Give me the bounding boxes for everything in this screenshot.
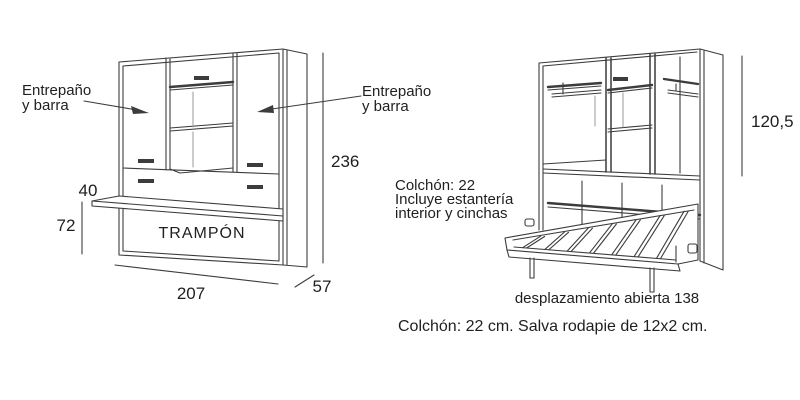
width-dimension-value: 207: [177, 284, 205, 303]
open-cabinet-frame: [538, 48, 724, 271]
door-handles: [138, 76, 263, 189]
open-flap-handle-icon: [613, 77, 628, 81]
bed-slats: [522, 210, 689, 259]
closed-cabinet-drawing: TRAMPÓN Entrepaño y barra Entrepaño y ba…: [22, 48, 431, 303]
arrow-right-icon: [131, 106, 149, 114]
callout-right: Entrepaño y barra: [257, 83, 431, 115]
left-door-handle-icon: [138, 159, 154, 163]
flap-handle-icon: [194, 76, 209, 80]
depth-dimension-value: 57: [313, 277, 332, 296]
open-view-dimensions: 120,5 desplazamiento abierta 138: [515, 55, 794, 307]
callout-left-text2: y barra: [22, 97, 69, 114]
open-view-note: Colchón: 22 Incluye estantería interior …: [395, 177, 514, 222]
right-door-handle-icon: [247, 163, 263, 167]
callout-right-text2: y barra: [362, 98, 409, 115]
closed-view-dimensions: 236 207 57 40 72: [57, 52, 359, 303]
desk-shelf: [91, 195, 284, 222]
open-displacement-label: desplazamiento abierta 138: [515, 290, 699, 307]
callout-left-text: Entrepaño: [22, 82, 91, 99]
depth-dimension-line: [294, 274, 315, 288]
open-height-dimension-value: 120,5: [751, 112, 794, 131]
right-shelf-and-bar: [662, 77, 700, 86]
left-shelf-and-bar: [546, 81, 603, 89]
upper-doors-and-niche: [122, 52, 280, 175]
bed-platform: [504, 203, 699, 265]
bed-legs: [529, 257, 655, 293]
left-drawer-handle-icon: [138, 179, 154, 183]
desk-depth-value: 40: [79, 181, 98, 200]
open-upper-interior: [542, 53, 701, 181]
arrow-left-icon: [257, 105, 274, 113]
callout-right-text: Entrepaño: [362, 83, 431, 100]
callout-left: Entrepaño y barra: [22, 82, 149, 114]
desk-height-value: 72: [57, 216, 76, 235]
callout-right-leader-line: [271, 95, 362, 110]
footnote-text: Colchón: 22 cm. Salva rodapie de 12x2 cm…: [398, 318, 708, 335]
product-name-label: TRAMPÓN: [159, 223, 246, 242]
note-line-2: Incluye estantería: [395, 191, 514, 208]
width-dimension-line: [114, 264, 279, 285]
door-pull-tab-icon: [524, 218, 535, 227]
callout-left-leader-line: [83, 100, 138, 111]
bed-pull-handle-icon: [687, 243, 698, 254]
note-line-3: interior y cinchas: [395, 205, 508, 222]
right-drawer-handle-icon: [247, 185, 263, 189]
open-cabinet-drawing: Colchón: 22 Incluye estantería interior …: [395, 48, 794, 307]
fold-down-bed: [504, 203, 699, 293]
height-dimension-value: 236: [331, 152, 359, 171]
cabinet-frame: [118, 48, 308, 268]
note-line-1: Colchón: 22: [395, 177, 475, 194]
